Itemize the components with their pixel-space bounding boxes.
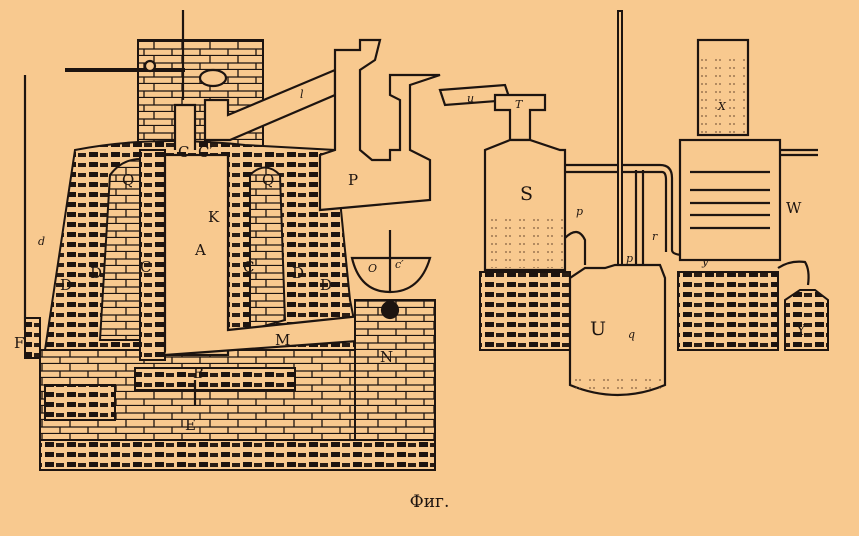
inner-left-wall bbox=[139, 149, 166, 361]
tank-s-liquid bbox=[487, 218, 563, 268]
bottle-y bbox=[784, 289, 829, 351]
tank-u-liquid bbox=[572, 378, 663, 390]
label-c-dish: c′ bbox=[395, 258, 404, 271]
label-d-3: D bbox=[292, 264, 304, 282]
label-q-right: Q bbox=[262, 171, 274, 189]
top-pipe bbox=[565, 163, 686, 257]
door-f bbox=[24, 317, 41, 359]
block-n bbox=[354, 299, 436, 441]
valve-wheel bbox=[198, 68, 228, 88]
figure-caption: Фиг. bbox=[409, 492, 450, 512]
firebox-e-left bbox=[44, 384, 116, 421]
lever-pivot bbox=[143, 59, 157, 73]
label-c-prime: C′ bbox=[198, 143, 213, 161]
label-q-left: Q bbox=[122, 171, 134, 189]
pipe-l bbox=[203, 68, 337, 142]
outlet-pipe bbox=[780, 148, 818, 157]
reservoir-x-liquid bbox=[700, 55, 746, 133]
label-s: S bbox=[520, 183, 533, 205]
label-m: M bbox=[275, 331, 290, 349]
condenser-w bbox=[678, 138, 782, 262]
label-n: N bbox=[380, 348, 393, 366]
vessel-p bbox=[318, 38, 441, 212]
label-q: q bbox=[628, 328, 635, 341]
vertical-pipe bbox=[173, 103, 197, 150]
label-l: l bbox=[300, 88, 304, 101]
label-d-4: D bbox=[320, 276, 332, 294]
label-c: C bbox=[178, 143, 189, 161]
label-u-tank: U bbox=[590, 318, 606, 340]
ash-pit-b bbox=[134, 367, 296, 391]
label-p-siphon: p bbox=[576, 205, 583, 218]
label-w: W bbox=[786, 199, 802, 217]
wheel bbox=[380, 300, 400, 320]
label-p-vessel: P bbox=[348, 171, 358, 189]
top-pipe-inner bbox=[565, 170, 668, 252]
label-d-2: D bbox=[90, 264, 102, 282]
label-x: X bbox=[717, 100, 727, 113]
label-y-bottle: Y bbox=[795, 321, 807, 339]
label-d-rod: d bbox=[38, 235, 45, 248]
right-arch bbox=[249, 166, 287, 332]
condenser-coils bbox=[690, 170, 770, 230]
s-base bbox=[479, 271, 571, 351]
tank-u bbox=[568, 263, 667, 397]
label-t: T bbox=[515, 98, 524, 111]
label-u: u bbox=[467, 92, 474, 105]
furnace bbox=[23, 10, 436, 471]
siphon-p bbox=[564, 230, 587, 265]
label-r: r bbox=[652, 230, 658, 243]
label-p-tube: p bbox=[626, 252, 633, 265]
label-c-left: C bbox=[140, 258, 151, 276]
label-c-right: C bbox=[243, 258, 254, 276]
label-e: E bbox=[185, 416, 196, 434]
label-b: B bbox=[193, 364, 204, 382]
label-d-1: D bbox=[60, 276, 72, 294]
label-k: K bbox=[208, 208, 220, 226]
label-y-pipe: y bbox=[701, 255, 709, 268]
w-base bbox=[677, 271, 779, 351]
label-o: O bbox=[368, 262, 377, 275]
pipe-to-y bbox=[777, 260, 810, 286]
label-a: A bbox=[194, 241, 206, 259]
label-f: F bbox=[14, 334, 24, 352]
